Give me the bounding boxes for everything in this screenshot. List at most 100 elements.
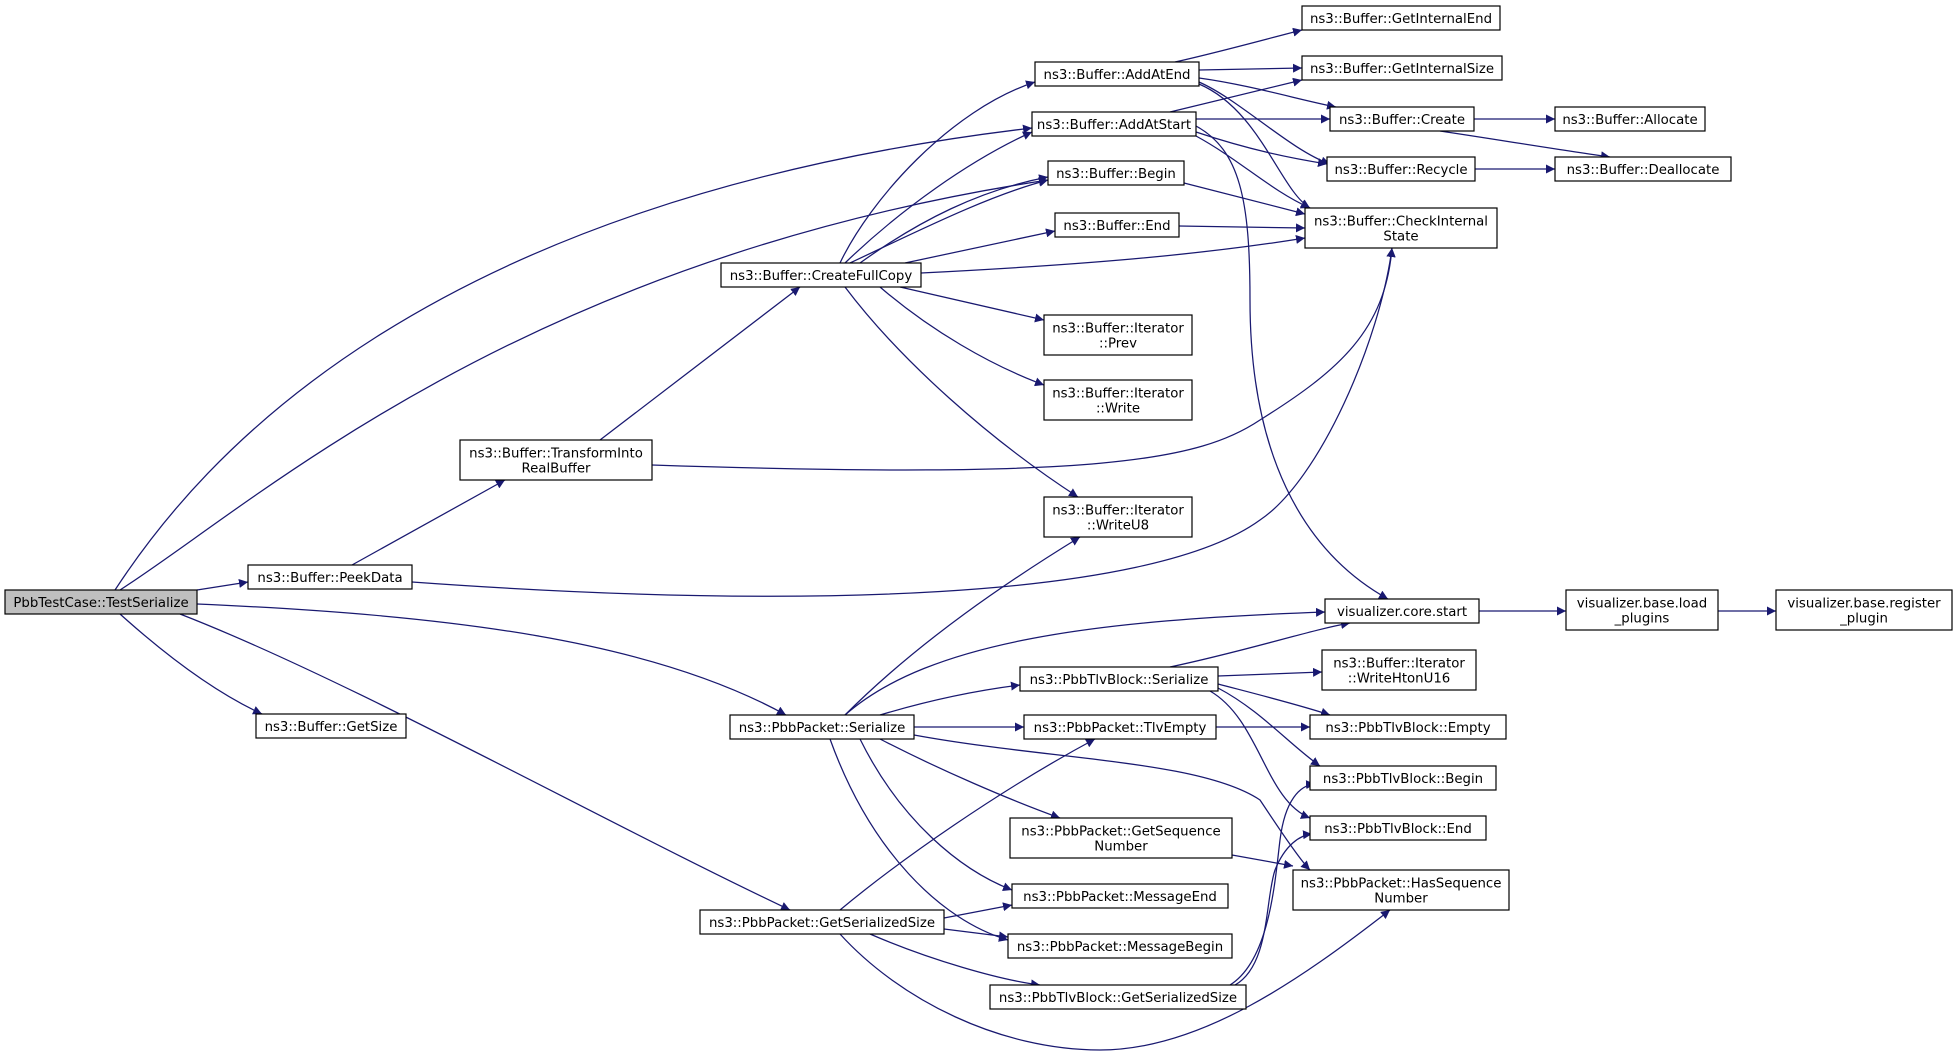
edge-line [1195, 125, 1389, 600]
node-root[interactable]: PbbTestCase::TestSerialize [4, 589, 198, 615]
node-box[interactable] [1043, 314, 1193, 356]
node-box[interactable] [1309, 815, 1487, 841]
node-buffer-getinternalend[interactable]: ns3::Buffer::GetInternalEnd [1301, 5, 1501, 31]
node-pbbpacket-tlvempty[interactable]: ns3::PbbPacket::TlvEmpty [1023, 714, 1217, 740]
edge-line [1169, 77, 1303, 113]
node-iterator-write[interactable]: ns3::Buffer::Iterator::Write [1043, 379, 1193, 421]
node-box[interactable] [1043, 496, 1193, 538]
node-iterator-prev[interactable]: ns3::Buffer::Iterator::Prev [1043, 314, 1193, 356]
node-box[interactable] [699, 909, 945, 935]
node-buffer-deallocate[interactable]: ns3::Buffer::Deallocate [1554, 156, 1732, 182]
edge-pbbtlvblock-getserializedsize-to-pbbtlvblock-begin [1229, 780, 1316, 986]
node-box[interactable] [255, 713, 407, 739]
node-buffer-allocate[interactable]: ns3::Buffer::Allocate [1554, 106, 1706, 132]
node-box[interactable] [720, 262, 922, 288]
edge-line [1174, 27, 1303, 63]
node-buffer-createfullcopy[interactable]: ns3::Buffer::CreateFullCopy [720, 262, 922, 288]
edge-buffer-addatend-to-buffer-getinternalend [1174, 27, 1303, 63]
node-box[interactable] [1019, 666, 1219, 692]
edge-line [114, 124, 1033, 591]
node-box[interactable] [1326, 156, 1476, 182]
node-pbbtlvblock-getserializedsize[interactable]: ns3::PbbTlvBlock::GetSerializedSize [989, 984, 1247, 1010]
node-box[interactable] [1565, 589, 1719, 631]
node-box[interactable] [1007, 933, 1233, 959]
node-label: ns3::PbbPacket::GetSerializedSize [709, 916, 935, 931]
node-buffer-create[interactable]: ns3::Buffer::Create [1329, 106, 1475, 132]
node-box[interactable] [1292, 869, 1510, 911]
edge-line [849, 177, 1049, 264]
node-box[interactable] [1034, 61, 1200, 87]
node-box[interactable] [1309, 765, 1497, 791]
edge-buffer-addatstart-to-buffer-getinternalsize [1169, 77, 1303, 113]
node-box[interactable] [1043, 379, 1193, 421]
node-label: ns3::Buffer::GetInternalEnd [1310, 12, 1492, 27]
node-box[interactable] [1309, 714, 1507, 740]
node-label: ns3::Buffer::CreateFullCopy [730, 269, 913, 284]
node-buffer-addatend[interactable]: ns3::Buffer::AddAtEnd [1034, 61, 1200, 87]
node-pbbpacket-messageend[interactable]: ns3::PbbPacket::MessageEnd [1011, 883, 1229, 909]
node-label: ns3::Buffer::CheckInternal [1314, 215, 1488, 230]
node-pbbpacket-serialize[interactable]: ns3::PbbPacket::Serialize [729, 714, 915, 740]
node-pbbtlvblock-serialize[interactable]: ns3::PbbTlvBlock::Serialize [1019, 666, 1219, 692]
node-box[interactable] [989, 984, 1247, 1010]
node-buffer-begin[interactable]: ns3::Buffer::Begin [1047, 160, 1185, 186]
node-box[interactable] [1023, 714, 1217, 740]
node-buffer-addatstart[interactable]: ns3::Buffer::AddAtStart [1031, 111, 1197, 137]
edge-root-to-buffer-addatstart [114, 124, 1033, 591]
node-box[interactable] [1301, 55, 1503, 81]
node-label: ns3::Buffer::GetInternalSize [1310, 62, 1494, 77]
node-box[interactable] [4, 589, 198, 615]
node-box[interactable] [1054, 212, 1180, 238]
node-buffer-end[interactable]: ns3::Buffer::End [1054, 212, 1180, 238]
node-label: ::Write [1096, 402, 1140, 417]
node-pbbtlvblock-begin[interactable]: ns3::PbbTlvBlock::Begin [1309, 765, 1497, 791]
node-box[interactable] [1009, 817, 1233, 859]
node-box[interactable] [1554, 106, 1706, 132]
node-iterator-writehtonu16[interactable]: ns3::Buffer::Iterator::WriteHtonU16 [1321, 649, 1477, 691]
edge-root-to-buffer-getsize [119, 613, 263, 715]
edge-line [1169, 620, 1351, 668]
node-box[interactable] [1775, 589, 1953, 631]
node-pbbpacket-getserializedsize[interactable]: ns3::PbbPacket::GetSerializedSize [699, 909, 945, 935]
node-buffer-peekdata[interactable]: ns3::Buffer::PeekData [247, 564, 413, 590]
node-buffer-getsize[interactable]: ns3::Buffer::GetSize [255, 713, 407, 739]
edge-buffer-create-to-buffer-deallocate [1439, 130, 1611, 161]
node-pbbtlvblock-empty[interactable]: ns3::PbbTlvBlock::Empty [1309, 714, 1507, 740]
node-box[interactable] [1047, 160, 1185, 186]
node-visualizer-base-register-plugin[interactable]: visualizer.base.register_plugin [1775, 589, 1953, 631]
node-pbbtlvblock-end[interactable]: ns3::PbbTlvBlock::End [1309, 815, 1487, 841]
node-box[interactable] [1304, 207, 1498, 249]
node-pbbpacket-messagebegin[interactable]: ns3::PbbPacket::MessageBegin [1007, 933, 1233, 959]
node-buffer-recycle[interactable]: ns3::Buffer::Recycle [1326, 156, 1476, 182]
node-box[interactable] [247, 564, 413, 590]
edge-line [1198, 63, 1303, 73]
edge-line [1198, 81, 1331, 166]
node-visualizer-core-start[interactable]: visualizer.core.start [1324, 598, 1480, 624]
edge-pbbtlvblock-serialize-to-pbbtlvblock-empty [1217, 683, 1331, 717]
edge-line [1217, 667, 1323, 677]
edge-line [1198, 83, 1311, 209]
node-box[interactable] [1324, 598, 1480, 624]
node-label: Number [1374, 892, 1428, 907]
node-box[interactable] [1011, 883, 1229, 909]
node-box[interactable] [729, 714, 915, 740]
node-box[interactable] [459, 439, 653, 481]
node-box[interactable] [1031, 111, 1197, 137]
node-box[interactable] [1321, 649, 1477, 691]
node-box[interactable] [1329, 106, 1475, 132]
edge-root-to-pbbpacket-serialize [196, 603, 787, 716]
edge-pbbtlvblock-serialize-to-pbbtlvblock-end [1209, 690, 1311, 819]
node-iterator-writeu8[interactable]: ns3::Buffer::Iterator::WriteU8 [1043, 496, 1193, 538]
edge-line [943, 902, 1013, 919]
node-label: ns3::Buffer::Create [1339, 113, 1465, 128]
node-label: ns3::PbbPacket::MessageBegin [1017, 940, 1223, 955]
node-box[interactable] [1301, 5, 1501, 31]
edge-line [119, 176, 1049, 591]
node-box[interactable] [1554, 156, 1732, 182]
node-visualizer-base-load-plugins[interactable]: visualizer.base.load_plugins [1565, 589, 1719, 631]
node-buffer-getinternalsize[interactable]: ns3::Buffer::GetInternalSize [1301, 55, 1503, 81]
